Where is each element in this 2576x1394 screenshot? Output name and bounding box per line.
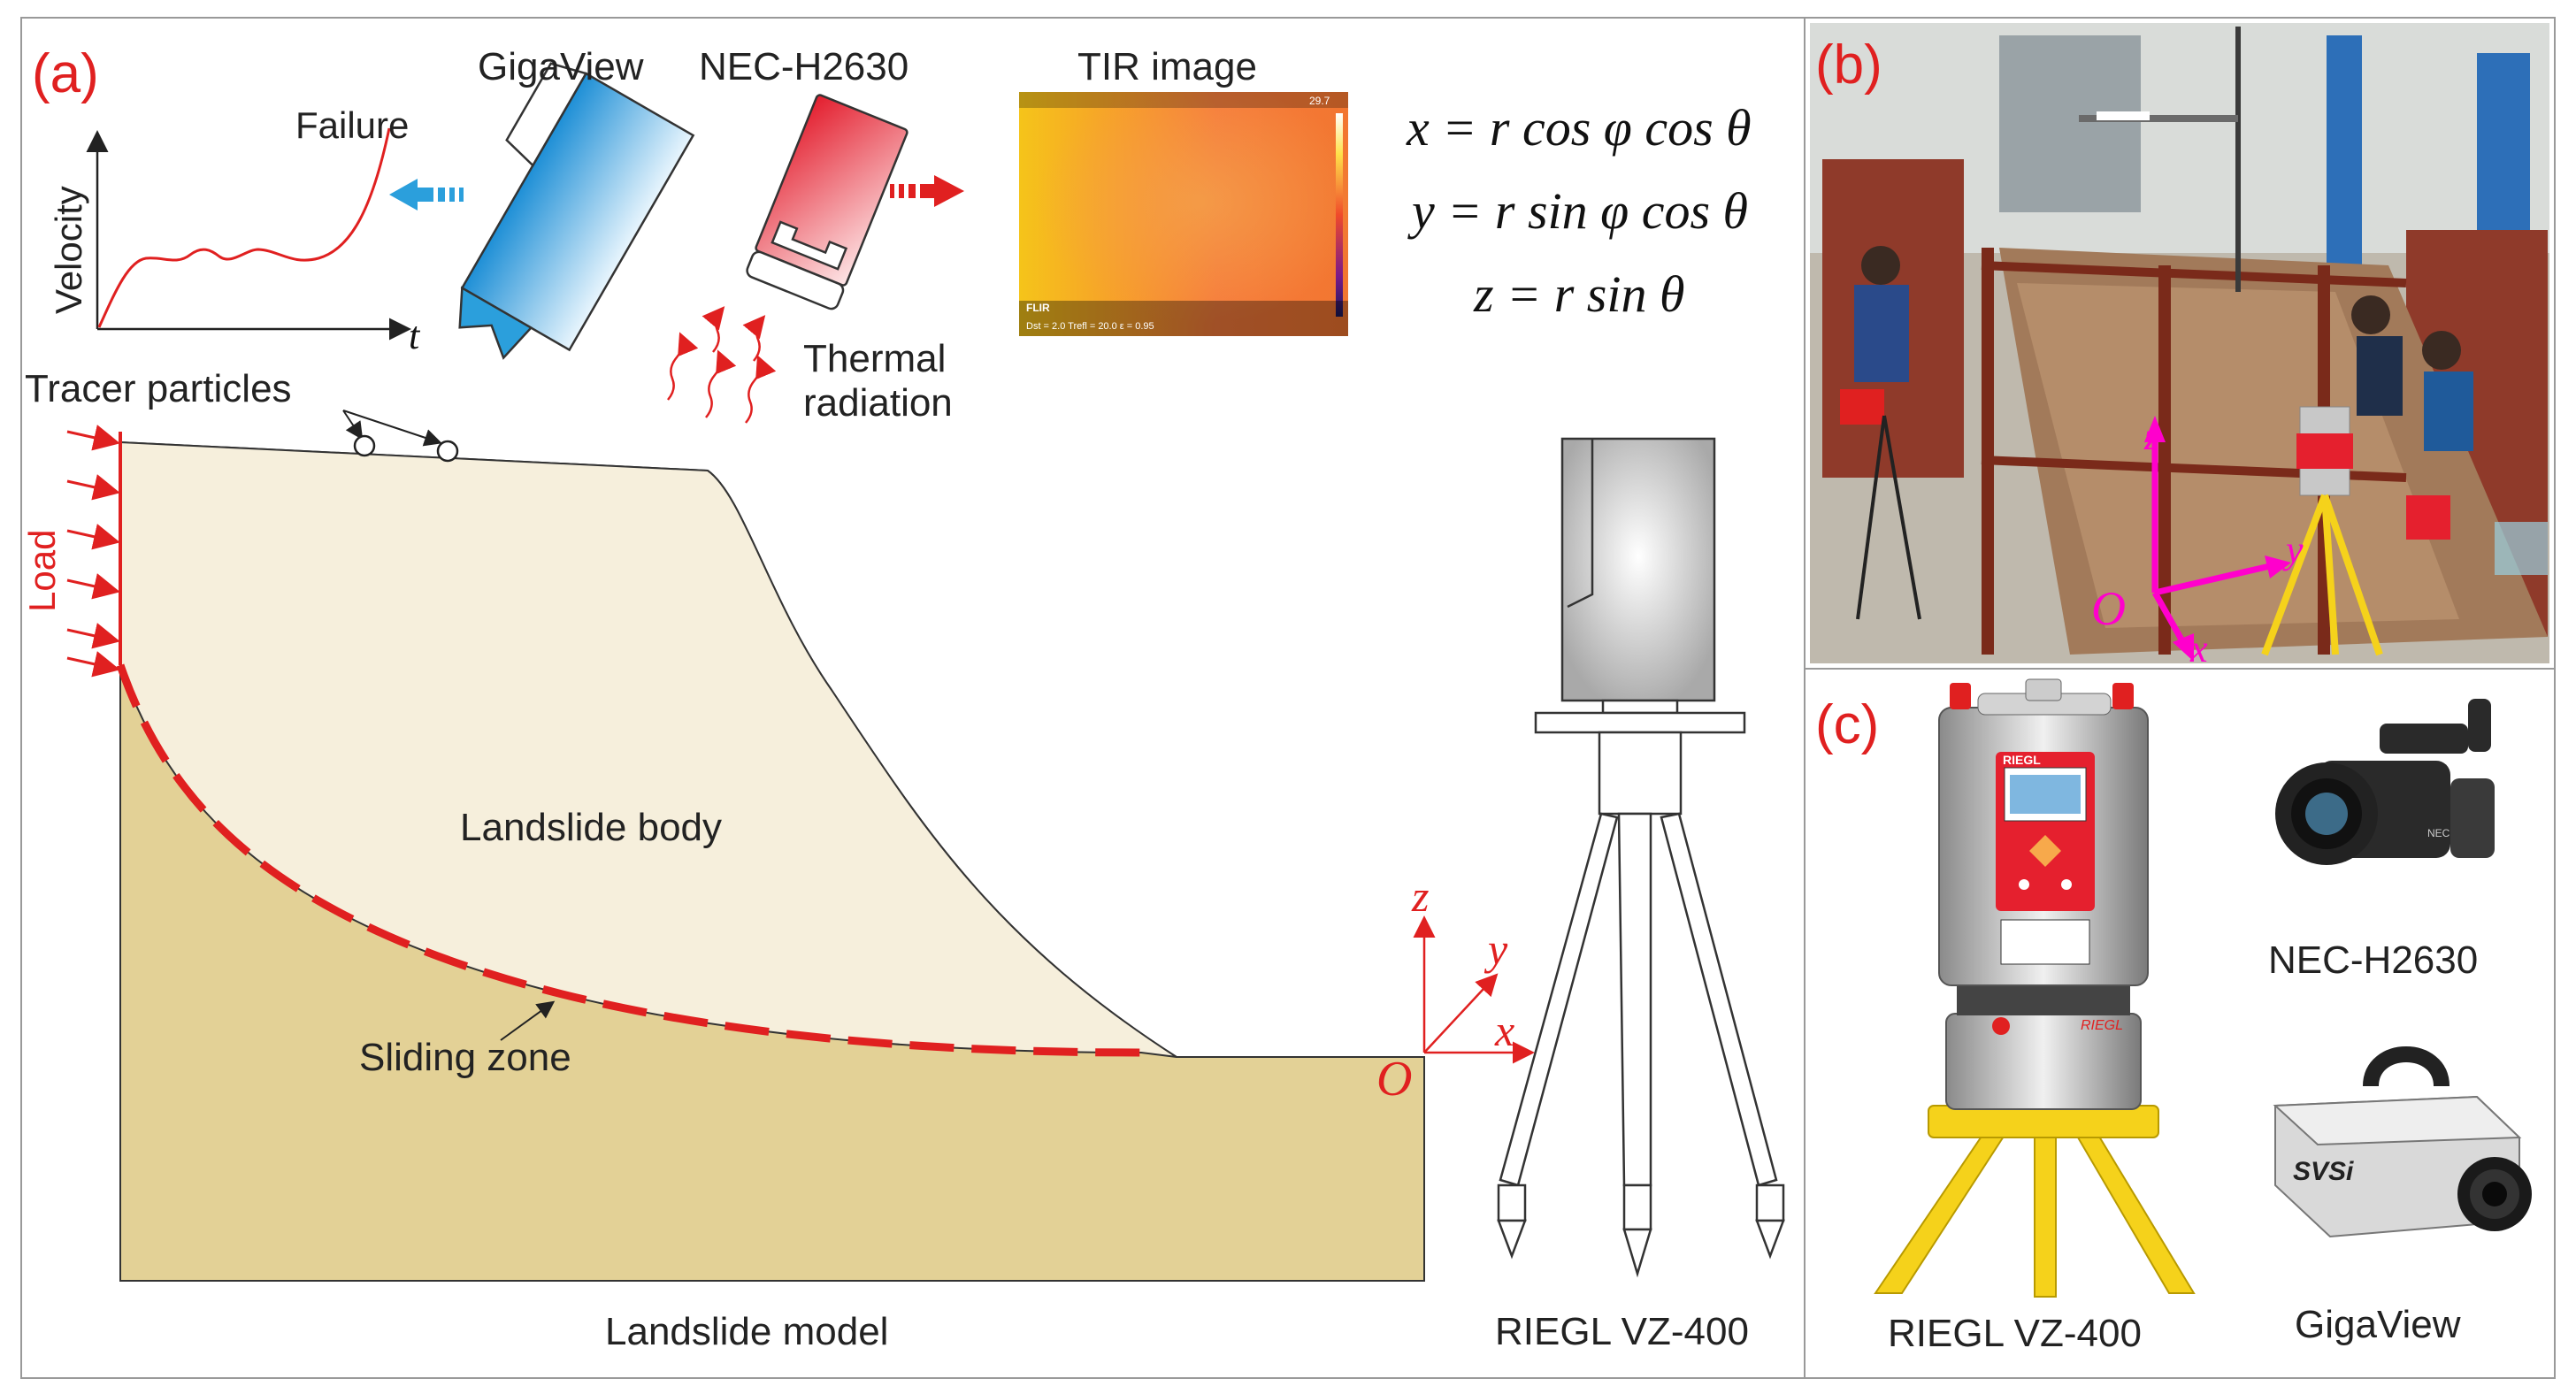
thermal-radiation-icon [667, 306, 777, 424]
gigaview-camera-product: SVSi [2273, 1046, 2532, 1238]
origin-label-b: O [2091, 582, 2126, 635]
panel-a-tag: (a) [32, 43, 99, 104]
thermal-label-line1: Thermal [803, 337, 946, 380]
failure-label: Failure [295, 104, 409, 146]
load-arrows-icon [66, 425, 120, 678]
thermal-label-line2: radiation [803, 381, 953, 425]
sliding-zone-label: Sliding zone [359, 1036, 571, 1079]
sliding-zone-line [116, 663, 1142, 1057]
equation-x: x = r cos φ cos θ [1406, 99, 1752, 157]
tracer-particle [353, 434, 376, 457]
z-axis-label-b: z [2143, 415, 2159, 458]
z-axis-label-a: z [1411, 871, 1429, 921]
riegl-label-a: RIEGL VZ-400 [1495, 1310, 1749, 1353]
riegl-scanner-drawing [1497, 437, 1785, 1278]
tracer-particle [436, 440, 459, 463]
landslide-model: Landslide body Sliding zone [116, 440, 1425, 1282]
lab-photo [1810, 23, 2549, 663]
velocity-ylabel: Velocity [48, 186, 89, 314]
gigaview-camera-icon [458, 62, 695, 360]
tracer-arrow-2 [342, 410, 442, 447]
sliding-zone-arrow [500, 1000, 556, 1041]
velocity-curve [97, 127, 391, 328]
y-axis-label-a: y [1484, 924, 1508, 974]
riegl-brand-base: RIEGL [2081, 1018, 2123, 1033]
equation-y: y = r sin φ cos θ [1407, 182, 1748, 240]
scanner-head [1560, 437, 1716, 702]
tir-title: TIR image [1077, 45, 1257, 88]
tir-max-reading: 29.7 [1309, 95, 1330, 107]
gigaview-label: GigaView [478, 45, 644, 88]
tir-status: Dst = 2.0 Trefl = 20.0 ε = 0.95 [1026, 321, 1154, 332]
tir-image: 29.7 FLIR Dst = 2.0 Trefl = 20.0 ε = 0.9… [1019, 92, 1348, 336]
x-axis-label-a: x [1494, 1006, 1514, 1055]
velocity-plot: Velocity t Failure [48, 104, 421, 357]
panel-c-tag: (c) [1815, 694, 1879, 755]
red-arrow-icon [890, 175, 964, 207]
load-label: Load [21, 530, 63, 612]
svsi-brand: SVSi [2293, 1157, 2354, 1186]
nec-camera-icon [746, 94, 908, 310]
riegl-label-c: RIEGL VZ-400 [1888, 1312, 2142, 1355]
gigaview-label-c: GigaView [2295, 1303, 2461, 1346]
blue-arrow-icon [389, 179, 464, 211]
landslide-model-label: Landslide model [605, 1310, 888, 1353]
nec-camera-product: NEC [2275, 699, 2495, 865]
outer-frame [20, 17, 2556, 1379]
panel-b-tag: (b) [1815, 34, 1882, 96]
equation-z: z = r sin θ [1473, 265, 1684, 323]
coordinate-axes-b [2144, 416, 2291, 662]
landslide-body-label: Landslide body [460, 806, 722, 849]
velocity-xlabel: t [409, 314, 421, 357]
tracer-arrow-1 [342, 410, 364, 440]
tracer-particles-label: Tracer particles [25, 367, 292, 410]
riegl-brand-top: RIEGL [2003, 753, 2041, 767]
y-axis-label-b: y [2282, 528, 2304, 571]
tir-logo: FLIR [1026, 302, 1050, 314]
origin-label-a: O [1376, 1052, 1412, 1107]
nec-label: NEC-H2630 [699, 45, 908, 88]
x-axis-label-b: x [2189, 627, 2208, 670]
nec-label-c: NEC-H2630 [2268, 938, 2478, 982]
tir-color-scale [1336, 113, 1343, 317]
tripod-drawing [1497, 812, 1785, 1278]
riegl-scanner-product: RIEGL RIEGL [1874, 678, 2196, 1298]
coordinate-axes-a [1413, 915, 1535, 1064]
nec-brand-mark: NEC [2427, 827, 2450, 839]
